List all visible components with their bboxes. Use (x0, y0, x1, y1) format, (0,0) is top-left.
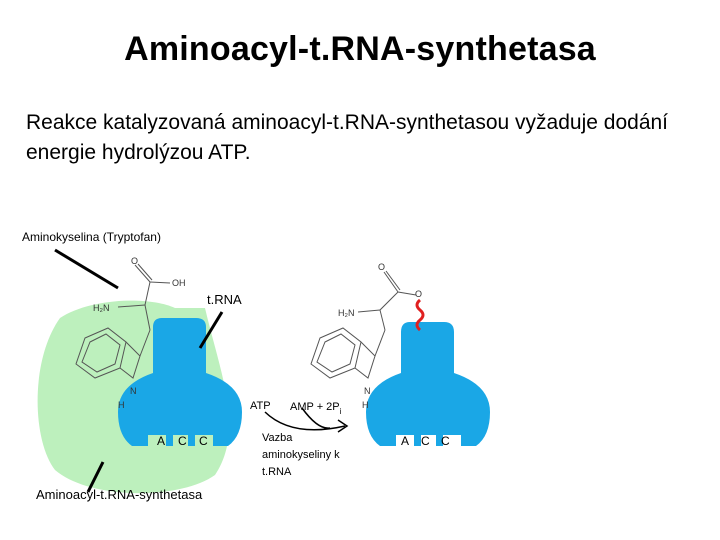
pointer-amino-acid (54, 248, 119, 290)
anticodon-left-1: A (157, 434, 165, 448)
atp-label: ATP (250, 400, 271, 412)
aminoacyl-bond (415, 298, 425, 332)
reaction-arrow (264, 407, 349, 433)
anticodon-left-3: C (199, 434, 208, 448)
slide-title: Aminoacyl-t.RNA-synthetasa (124, 30, 596, 68)
products-label: AMP + 2Pi (290, 401, 342, 416)
anticodon-right-3: C (441, 434, 450, 448)
atom-amine-right: H₂N (338, 308, 355, 318)
atom-n-left: N (130, 386, 137, 396)
trna-label: t.RNA (207, 292, 242, 307)
atom-o2-right: O (415, 289, 422, 299)
anticodon-right-1: A (401, 434, 409, 448)
trna-right (366, 322, 490, 446)
pointer-trna (198, 311, 224, 349)
atom-h-left: H (118, 400, 125, 410)
atom-o-right: O (378, 262, 385, 272)
intro-text: Reakce katalyzovaná aminoacyl-t.RNA-synt… (26, 111, 669, 164)
bond-label-line1: Vazba (262, 432, 293, 444)
atom-oh-left: OH (172, 278, 186, 288)
trna-left (118, 318, 242, 446)
amino-acid-label: Aminokyselina (Tryptofan) (22, 230, 161, 244)
tryptophan-right (310, 270, 417, 379)
bond-label-line2: aminokyseliny k (262, 449, 340, 461)
tryptophan-left (75, 263, 171, 379)
anticodon-left-2: C (178, 434, 187, 448)
bond-label-line3: t.RNA (262, 466, 292, 478)
pointer-enzyme (86, 461, 105, 493)
atom-o-left: O (131, 256, 138, 266)
enzyme-label: Aminoacyl-t.RNA-synthetasa (36, 487, 203, 502)
atom-amine-left: H₂N (93, 303, 110, 313)
anticodon-right-2: C (421, 434, 430, 448)
atom-n-right: N (364, 386, 371, 396)
atom-h-right: H (362, 400, 369, 410)
